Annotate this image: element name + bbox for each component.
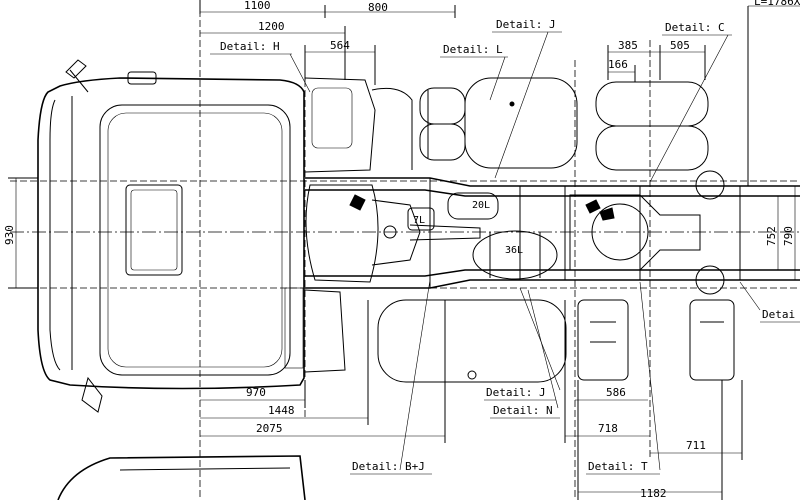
leader-lines <box>289 31 761 471</box>
dim-752: 752 <box>765 226 778 246</box>
dim-2075: 2075 <box>256 422 283 435</box>
dim-930: 930 <box>3 225 16 245</box>
dim-1182: 1182 <box>640 487 667 500</box>
rear-wheels-top <box>595 81 709 171</box>
dim-718: 718 <box>598 422 618 435</box>
cab-side-profile <box>57 455 306 500</box>
dim-586: 586 <box>606 386 626 399</box>
dim-711: 711 <box>686 439 706 452</box>
detail-j-top-label: Detail: J <box>496 18 556 31</box>
dim-385: 385 <box>618 39 638 52</box>
dim-1200: 1200 <box>258 20 285 33</box>
detail-callouts: Detail: H Detail: J Detail: L Detail: C … <box>210 18 800 475</box>
detail-n-label: Detail: N <box>493 404 553 417</box>
tank-label-7l: 7L <box>413 215 425 226</box>
detail-bj-label: Detail: B+J <box>352 460 425 473</box>
dim-1786: L=1786X <box>754 0 800 8</box>
air-tank-l <box>464 77 578 169</box>
tank-7l <box>407 207 435 231</box>
frame-rails <box>305 177 800 289</box>
tank-label-36l: 36L <box>505 245 523 256</box>
dimension-labels: 1100 800 1200 564 385 505 166 930 752 79… <box>3 0 800 500</box>
detail-c-label: Detail: C <box>665 21 725 34</box>
detail-j-bottom-label: Detail: J <box>486 386 546 399</box>
tank-20l <box>447 192 499 220</box>
detail-right-label: Detai <box>762 308 795 321</box>
detail-h-label: Detail: H <box>220 40 280 53</box>
tank-36l <box>472 230 558 280</box>
tank-labels: 20L 7L 36L <box>413 200 523 256</box>
dimension-lines <box>8 0 800 500</box>
detail-l-label: Detail: L <box>443 43 503 56</box>
engine-gearbox <box>305 184 481 283</box>
tank-label-20l: 20L <box>472 200 490 211</box>
rear-axle-housing <box>569 170 725 295</box>
detail-t-label: Detail: T <box>588 460 648 473</box>
dim-800: 800 <box>368 1 388 14</box>
dim-1100: 1100 <box>244 0 271 12</box>
dim-564: 564 <box>330 39 350 52</box>
air-bellows-left <box>419 87 466 161</box>
dim-1448: 1448 <box>268 404 295 417</box>
rear-wheels-bottom <box>577 299 735 381</box>
fuel-tank-lower <box>377 299 567 383</box>
dim-970: 970 <box>246 386 266 399</box>
dim-166: 166 <box>608 58 628 71</box>
dim-790: 790 <box>782 226 795 246</box>
cab-outline <box>37 59 305 413</box>
dim-505: 505 <box>670 39 690 52</box>
